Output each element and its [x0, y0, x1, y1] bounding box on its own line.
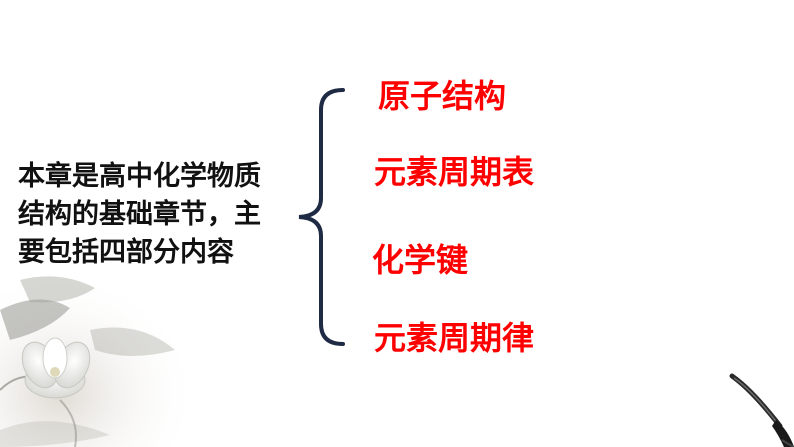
topic-chemical-bond: 化学键 [372, 241, 469, 279]
intro-line-2: 结构的基础章节，主 [18, 199, 261, 230]
ink-flower-icon [0, 270, 200, 447]
intro-text: 本章是高中化学物质 结构的基础章节，主 要包括四部分内容 [18, 158, 318, 272]
topic-periodic-table: 元素周期表 [374, 153, 535, 191]
topic-atomic-structure: 原子结构 [378, 77, 507, 115]
intro-line-1: 本章是高中化学物质 [18, 161, 261, 192]
curly-brace [298, 88, 345, 346]
calligraphy-brush-icon [729, 373, 794, 447]
topic-periodic-law: 元素周期律 [374, 319, 535, 357]
intro-line-3: 要包括四部分内容 [18, 237, 234, 268]
